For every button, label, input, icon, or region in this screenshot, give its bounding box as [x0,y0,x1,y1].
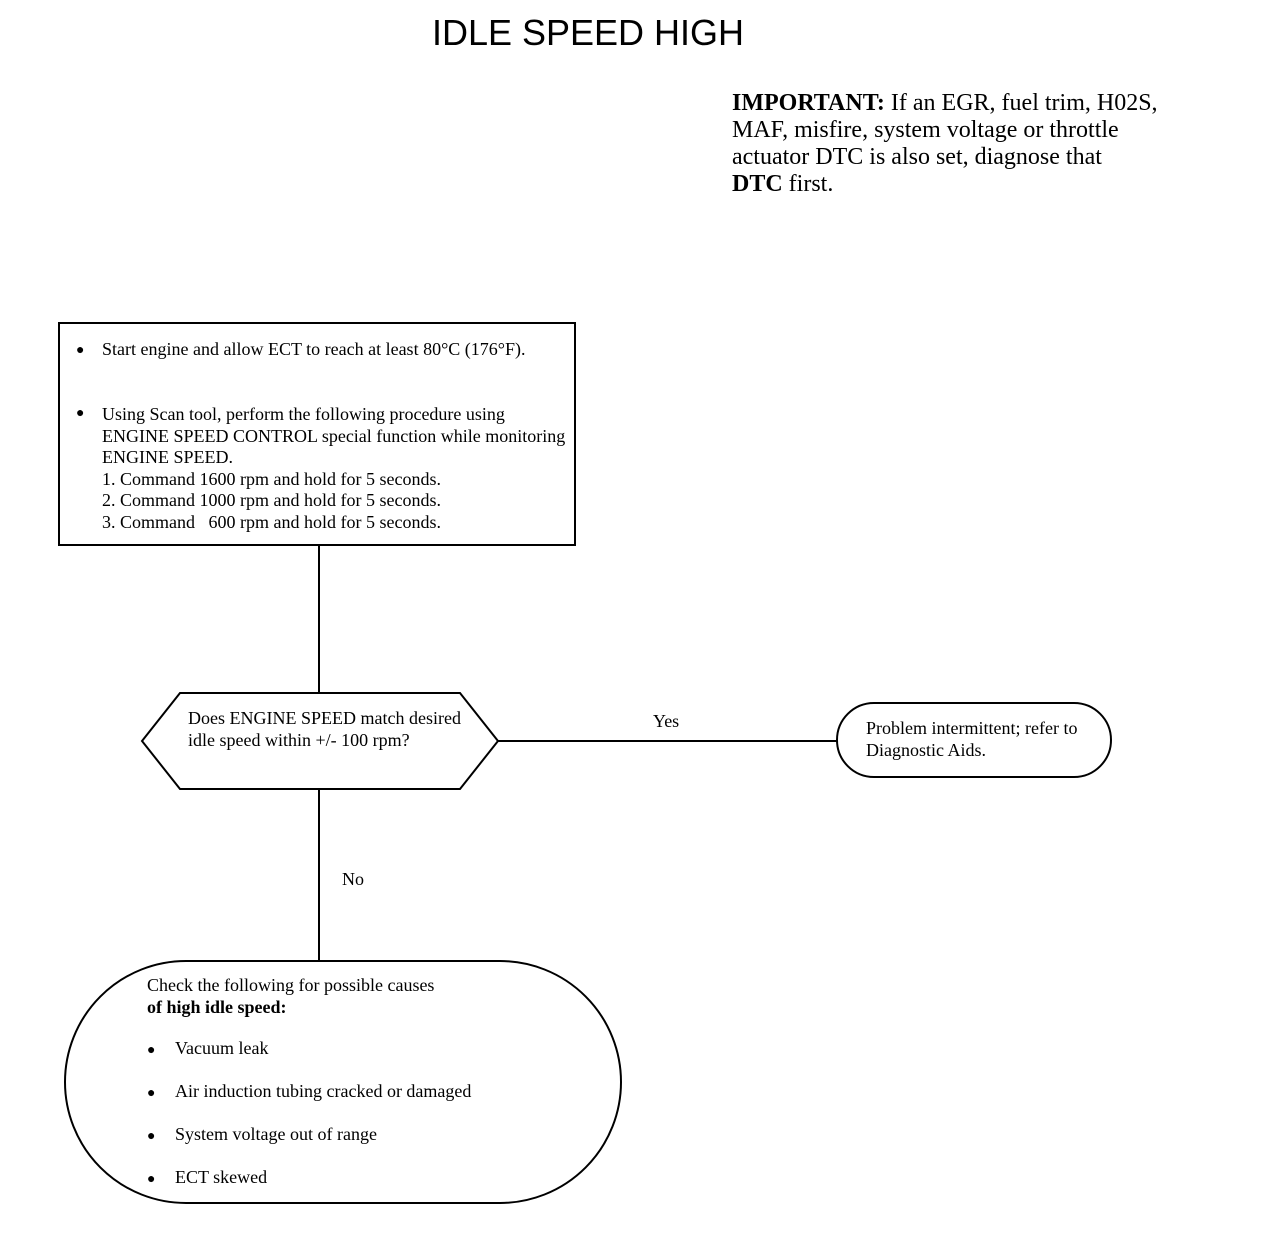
bullet-icon: ● [147,1043,156,1058]
connector-line-procedure-to-decision [318,546,320,694]
important-line-4: DTC first. [732,171,1252,198]
bullet-icon: ● [147,1129,156,1144]
cause-text: System voltage out of range [175,1124,377,1144]
yes-result-text: Problem intermittent; refer to Diagnosti… [866,718,1078,760]
procedure-step-1: 1. Command 1600 rpm and hold for 5 secon… [102,468,441,489]
no-result-terminal [64,960,622,1204]
page-title: IDLE SPEED HIGH [431,12,745,53]
bullet-icon: ● [76,343,85,358]
cause-text: Vacuum leak [175,1038,269,1058]
connector-line-yes [498,740,838,742]
procedure-intro: Using Scan tool, perform the following p… [102,404,566,467]
yes-result-terminal [836,702,1112,778]
causes-heading: Check the following for possible causes … [147,975,567,1018]
important-line-2: MAF, misfire, system voltage or throttle [732,117,1119,143]
bullet-icon: ● [147,1172,156,1187]
procedure-bullet-2: Using Scan tool, perform the following p… [102,404,572,533]
causes-heading-line-1: Check the following for possible causes [147,975,435,995]
bullet-icon: ● [76,406,85,421]
connector-line-no [318,788,320,960]
cause-text: ECT skewed [175,1167,268,1187]
cause-item: ● System voltage out of range [147,1124,377,1145]
decision-hexagon-shape [140,692,500,790]
important-label: IMPORTANT: [732,90,885,116]
no-label: No [342,869,364,889]
procedure-step-3: 3. Command 600 rpm and hold for 5 second… [102,511,441,532]
causes-heading-line-2: of high idle speed: [147,996,287,1017]
yes-label: Yes [653,711,680,731]
important-line-3: actuator DTC is also set, diagnose that [732,144,1102,170]
procedure-step-2: 2. Command 1000 rpm and hold for 5 secon… [102,490,441,510]
important-line-4-rest: first. [782,171,834,197]
cause-text: Air induction tubing cracked or damaged [175,1081,472,1101]
procedure-bullet-1: Start engine and allow ECT to reach at l… [102,339,526,359]
cause-item: ● Air induction tubing cracked or damaged [147,1081,471,1102]
cause-item: ● ECT skewed [147,1167,267,1188]
important-line-1: If an EGR, fuel trim, H02S, [884,90,1158,116]
decision-question: Does ENGINE SPEED match desired idle spe… [188,708,461,750]
important-dtc-bold: DTC [732,171,783,197]
important-note: IMPORTANT: If an EGR, fuel trim, H02S, M… [732,90,1252,198]
decision-hexagon [140,692,500,790]
procedure-box: ● Start engine and allow ECT to reach at… [58,322,576,546]
cause-item: ● Vacuum leak [147,1038,268,1059]
bullet-icon: ● [147,1086,156,1101]
